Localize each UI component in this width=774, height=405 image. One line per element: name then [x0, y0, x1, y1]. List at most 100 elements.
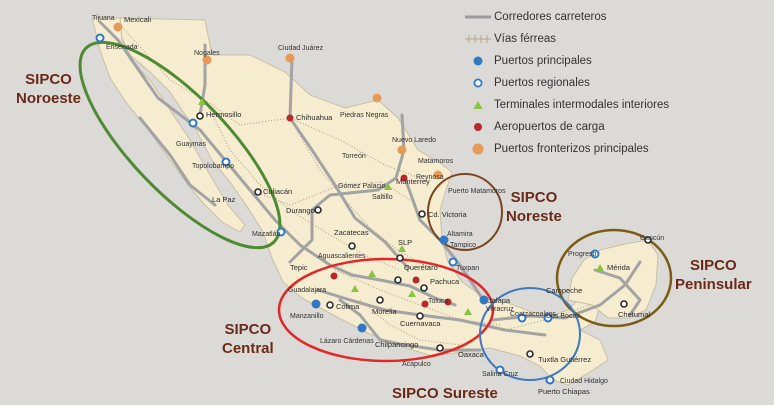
label-culiacan: Culiacán [263, 187, 292, 196]
label-coatzacoalcos: Coatzacoalcos [510, 311, 556, 318]
terminal-merida [596, 264, 604, 271]
port-dos-bocas [543, 313, 553, 323]
terminal-slp [398, 245, 406, 252]
border-port-nuevo-laredo [397, 145, 407, 155]
city-marker-cuernavaca [416, 312, 424, 320]
terminal-hermosillo [198, 98, 206, 105]
label-merida: Mérida [607, 263, 631, 272]
filled-circle-icon [462, 142, 494, 156]
label-cancun: Cancún [640, 235, 664, 242]
region-label-noreste: SIPCO Noreste [506, 188, 562, 226]
port-coatzacoalcos [517, 313, 527, 323]
label-nuevo-laredo: Nuevo Laredo [392, 137, 436, 144]
legend-label: Vías férreas [494, 33, 556, 45]
city-marker-zacatecas [348, 242, 356, 250]
label-ciudad-hidalgo: Ciudad Hidalgo [560, 378, 608, 385]
label-saltillo: Saltillo [372, 194, 393, 201]
city-labels: Tijuana Mexicali Ensenada Nogales Ciudad… [92, 15, 664, 396]
airport-queretaro [412, 276, 420, 284]
terminal-central-1 [351, 285, 359, 292]
region-peninsular-line2: Peninsular [675, 276, 752, 293]
port-salina-cruz [495, 365, 505, 375]
legend-label: Puertos fronterizos principales [494, 143, 649, 155]
city-marker-pachuca [420, 284, 428, 292]
label-lazaro-cardenas: Lázaro Cárdenas [320, 338, 374, 345]
border-port-nogales [202, 55, 212, 65]
terminal-mexico [464, 308, 472, 315]
legend-item-main-ports: Puertos principales [462, 50, 762, 72]
label-acapulco: Acapulco [402, 361, 431, 368]
airport-mexico [444, 298, 452, 306]
port-guaymas [188, 118, 198, 128]
terminal-queretaro [408, 290, 416, 297]
legend-item-highways: Corredores carreteros [462, 6, 762, 28]
region-peninsular-outline [555, 228, 673, 328]
airport-monterrey [400, 174, 408, 182]
airport-chihuahua [286, 114, 294, 122]
region-central-line1: SIPCO [224, 321, 272, 338]
label-durango: Durango [286, 206, 315, 215]
port-topolobampo [221, 157, 231, 167]
region-peninsular-line1: SIPCO [690, 257, 737, 274]
label-zacatecas: Zacatecas [334, 228, 369, 237]
label-chihuahua: Chihuahua [296, 113, 333, 122]
triangle-icon [462, 98, 494, 112]
city-marker-queretaro [394, 276, 402, 284]
label-reynosa: Reynosa [416, 174, 444, 181]
label-torreon: Torreón [342, 153, 366, 160]
label-matamoros: Matamoros [418, 158, 454, 165]
region-label-peninsular: SIPCO Peninsular [675, 256, 752, 294]
label-puerto-chiapas: Puerto Chiapas [538, 387, 590, 396]
label-ciudad-juarez: Ciudad Juárez [278, 45, 324, 52]
label-nogales: Nogales [194, 50, 220, 57]
label-chilpancingo: Chilpancingo [375, 340, 418, 349]
label-topolobampo: Topolobampo [192, 163, 234, 170]
legend-label: Puertos principales [494, 55, 592, 67]
port-veracruz [479, 295, 489, 305]
label-tuxtla: Tuxtla Gutiérrez [538, 355, 591, 364]
label-guaymas: Guaymas [176, 141, 206, 148]
label-la-paz: La Paz [212, 195, 236, 204]
region-noreste-outline [427, 173, 503, 251]
city-marker-culiacan [254, 188, 262, 196]
border-port-juarez [285, 53, 295, 63]
airport-guadalajara [330, 272, 338, 280]
label-jalapa: Jalapa [488, 296, 511, 305]
label-aguascalientes: Aguascalientes [318, 253, 366, 260]
region-central-outline [277, 257, 495, 363]
region-sureste-line1: SIPCO Sureste [392, 385, 498, 402]
label-morelia: Morelia [372, 307, 397, 316]
city-marker-tuxtla [526, 350, 534, 358]
map-legend: Corredores carreteros Vías férreas Puert… [462, 6, 762, 160]
label-gomez-palacio-1: Gómez Palacio [338, 183, 386, 190]
filled-circle-icon [462, 120, 494, 134]
yucatan-peninsula [567, 239, 659, 319]
label-chetumal: Chetumal [618, 310, 650, 319]
label-dos-bocas: Dos Bocas [546, 313, 580, 320]
region-noreste-line2: Noreste [506, 208, 562, 225]
region-central-line2: Central [222, 340, 274, 357]
legend-item-regional-ports: Puertos regionales [462, 72, 762, 94]
city-marker-cancun [644, 236, 652, 244]
region-label-central: SIPCO Central [222, 320, 274, 358]
label-mexicali: Mexicali [124, 15, 151, 24]
cargo-airports [286, 114, 452, 308]
ring-circle-icon [462, 76, 494, 90]
legend-label: Puertos regionales [494, 77, 590, 89]
label-puerto-matamoros: Puerto Matamoros [448, 188, 506, 195]
label-tijuana: Tijuana [92, 15, 115, 22]
railway-line-icon [462, 32, 494, 46]
mexico-mainland [117, 17, 609, 386]
legend-item-terminals: Terminales intermodales interiores [462, 94, 762, 116]
port-puerto-chiapas [545, 375, 555, 385]
region-noroeste-line2: Noroeste [16, 90, 82, 107]
highway-line-icon [462, 10, 494, 24]
terminal-ags [368, 270, 376, 277]
label-cuernavaca: Cuernavaca [400, 319, 441, 328]
port-altamira [439, 235, 449, 245]
label-manzanillo: Manzanillo [290, 313, 324, 320]
label-tepic: Tepic [290, 263, 308, 272]
regional-ports [95, 33, 600, 385]
railway-network [119, 24, 591, 346]
